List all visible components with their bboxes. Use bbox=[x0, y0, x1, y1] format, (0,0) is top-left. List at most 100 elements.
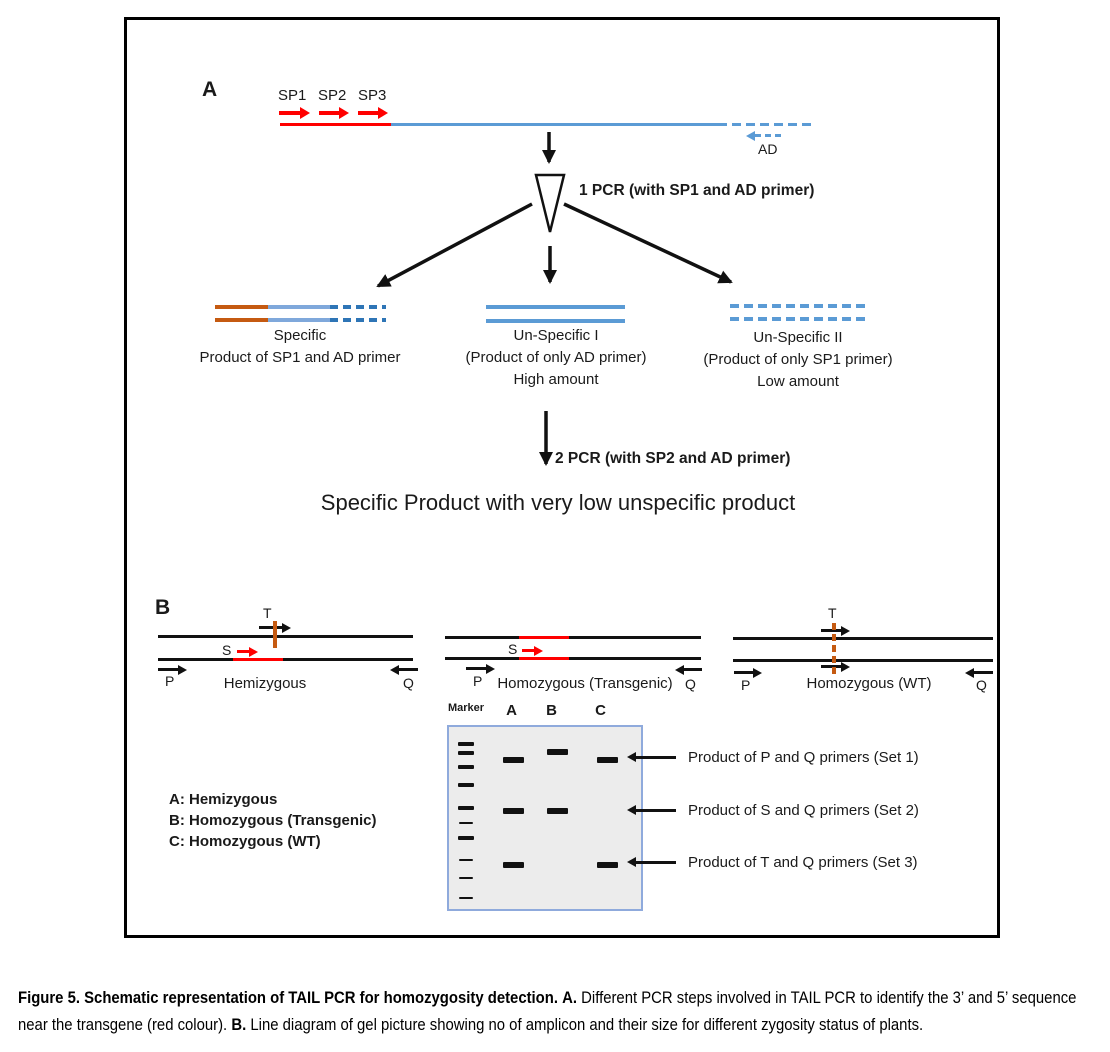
c1-p-primer-arrow bbox=[158, 664, 187, 675]
caption-b-marker: B. bbox=[231, 1015, 247, 1034]
marker-band bbox=[458, 836, 474, 840]
funnel-icon bbox=[534, 173, 566, 233]
c1-t-primer-label: T bbox=[263, 605, 272, 621]
caption-a-marker: A. bbox=[562, 988, 578, 1007]
sp1-primer-arrow bbox=[279, 107, 310, 119]
c2-p-primer-arrow bbox=[466, 663, 495, 674]
ad-primer-arrow bbox=[746, 130, 783, 141]
sp2-label: SP2 bbox=[318, 87, 347, 104]
specific-dash-segment bbox=[330, 318, 386, 322]
annotation-set2: Product of S and Q primers (Set 2) bbox=[688, 801, 919, 819]
unspecific2-amount: Low amount bbox=[757, 373, 839, 390]
arrow-to-specific bbox=[376, 202, 533, 288]
strand-segment bbox=[158, 658, 233, 661]
gel-lane-label-c: C bbox=[595, 702, 606, 719]
strand-segment bbox=[569, 657, 701, 660]
strand-segment bbox=[445, 636, 519, 639]
gel-band-lane-A bbox=[503, 862, 524, 868]
gel-band-lane-B bbox=[547, 808, 568, 814]
marker-band bbox=[458, 783, 474, 787]
annotation-set1: Product of P and Q primers (Set 1) bbox=[688, 748, 919, 766]
sp2-primer-arrow bbox=[319, 107, 349, 119]
specific-adapter-segment bbox=[215, 305, 268, 309]
marker-band bbox=[459, 877, 473, 879]
marker-band bbox=[458, 751, 474, 755]
c1-s-primer-label: S bbox=[222, 642, 232, 658]
marker-band bbox=[458, 765, 474, 769]
caption-figure-label: Figure 5. Schematic representation of TA… bbox=[18, 988, 558, 1007]
caption-a-text: Different PCR steps involved in TAIL PCR… bbox=[18, 988, 1077, 1034]
gel-band-lane-C bbox=[597, 757, 618, 763]
annotation-arrow bbox=[627, 857, 676, 867]
unspecific1-amount: High amount bbox=[513, 371, 599, 388]
transgene-segment bbox=[233, 658, 283, 661]
legend-c: C: Homozygous (WT) bbox=[169, 833, 321, 850]
c1-t-primer-arrow bbox=[259, 622, 291, 633]
figure-caption: Figure 5. Schematic representation of TA… bbox=[18, 984, 1093, 1038]
annotation-arrow bbox=[627, 752, 676, 762]
zygosity-legend: A: Hemizygous B: Homozygous (Transgenic)… bbox=[169, 789, 377, 852]
pcr1-label: 1 PCR (with SP1 and AD primer) bbox=[579, 182, 815, 199]
strand-segment bbox=[569, 636, 701, 639]
specific-product-line-bottom bbox=[215, 318, 386, 322]
specific-product-line-top bbox=[215, 305, 386, 309]
arrow-to-unspecific2 bbox=[563, 202, 733, 284]
c2-s-primer-arrow bbox=[522, 645, 543, 656]
unspecific2-line-bottom bbox=[730, 317, 866, 321]
hemizygous-bottom-strand bbox=[158, 658, 413, 661]
c3-p-primer-arrow bbox=[734, 667, 762, 678]
template-dna-line bbox=[280, 123, 815, 126]
gel-band-lane-B bbox=[547, 749, 568, 755]
caption-b-text: Line diagram of gel picture showing no o… bbox=[250, 1015, 924, 1034]
gel-annotation-row: Product of P and Q primers (Set 1) bbox=[627, 747, 919, 767]
strand-segment bbox=[283, 658, 413, 661]
unspecific2-line-top bbox=[730, 304, 866, 308]
specific-product-caption: Specific Product of SP1 and AD primer bbox=[180, 325, 420, 369]
transgene-segment bbox=[519, 657, 569, 660]
gel-annotation-row: Product of T and Q primers (Set 3) bbox=[627, 852, 918, 872]
c2-q-primer-arrow bbox=[675, 664, 702, 675]
c3-locus-tick-dashed bbox=[832, 623, 836, 675]
unspecific1-name: Un-Specific I bbox=[513, 327, 599, 344]
gel-band-lane-A bbox=[503, 757, 524, 763]
marker-band bbox=[459, 897, 473, 899]
gel-band-lane-C bbox=[597, 862, 618, 868]
unspecific1-line-bottom bbox=[486, 319, 625, 323]
unspecific2-desc: (Product of only SP1 primer) bbox=[703, 351, 893, 368]
hemizygous-top-strand bbox=[158, 635, 413, 638]
sp3-label: SP3 bbox=[358, 87, 387, 104]
c3-q-primer-label: Q bbox=[976, 677, 987, 693]
c2-p-primer-label: P bbox=[473, 673, 483, 689]
unknown-segment bbox=[718, 123, 815, 126]
unspecific1-line-top bbox=[486, 305, 625, 309]
pcr2-label: 2 PCR (with SP2 and AD primer) bbox=[555, 450, 791, 467]
unspecific2-caption: Un-Specific II (Product of only SP1 prim… bbox=[678, 327, 918, 393]
strand-segment bbox=[445, 657, 519, 660]
gel-box bbox=[447, 725, 643, 911]
c1-s-primer-arrow bbox=[237, 646, 258, 657]
unspecific1-desc: (Product of only AD primer) bbox=[465, 349, 647, 366]
marker-band bbox=[459, 859, 473, 861]
specific-dash-segment bbox=[330, 305, 386, 309]
figure-panel-border: A SP1 SP2 SP3 AD 1 PCR (with SP1 and AD … bbox=[124, 17, 1000, 938]
c1-name: Hemizygous bbox=[223, 675, 307, 692]
panel-b-label: B bbox=[155, 596, 171, 619]
annotation-arrow bbox=[627, 805, 676, 815]
panel-a-label: A bbox=[202, 78, 218, 101]
sp3-primer-arrow bbox=[358, 107, 388, 119]
homozygous-wt-top-strand bbox=[733, 637, 993, 640]
c3-q-primer-arrow bbox=[965, 667, 993, 678]
gel-lane-label-b: B bbox=[546, 702, 557, 719]
marker-band bbox=[459, 822, 473, 824]
marker-band bbox=[458, 806, 474, 810]
known-sequence-segment bbox=[280, 123, 391, 126]
c2-s-primer-label: S bbox=[508, 641, 518, 657]
c3-t-primer-arrow-top bbox=[821, 625, 850, 636]
final-result-text: Specific Product with very low unspecifi… bbox=[320, 490, 796, 515]
gel-band-lane-A bbox=[503, 808, 524, 814]
transgene-segment bbox=[519, 636, 569, 639]
c3-t-primer-arrow-bottom bbox=[821, 661, 850, 672]
marker-band bbox=[458, 742, 474, 746]
c3-t-primer-label: T bbox=[828, 605, 837, 621]
specific-adapter-segment bbox=[215, 318, 268, 322]
